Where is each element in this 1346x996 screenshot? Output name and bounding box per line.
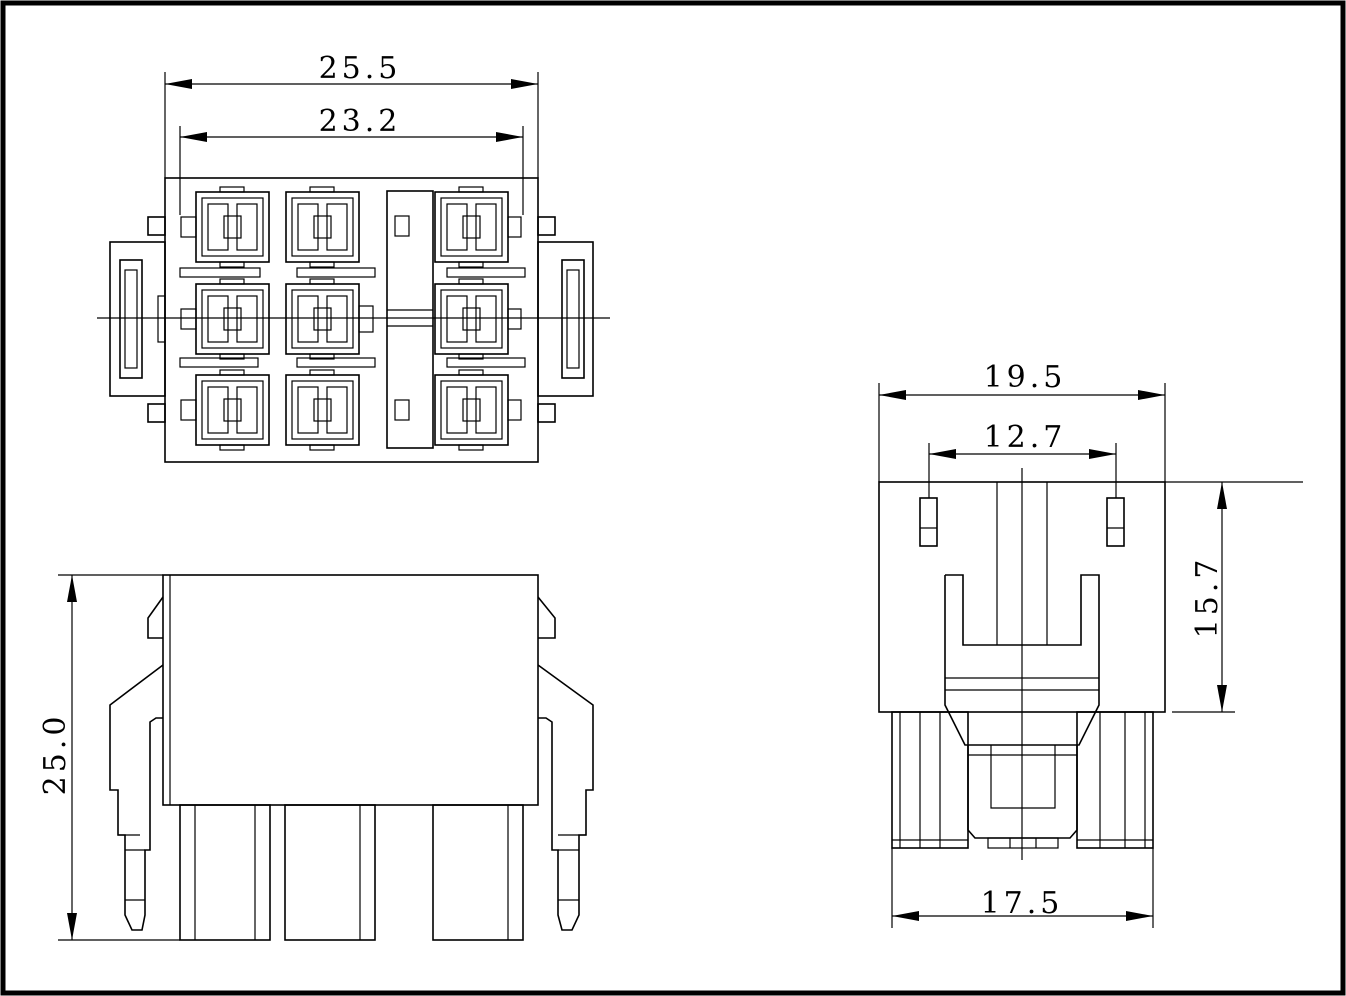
terminal-cavity: [434, 278, 522, 360]
terminal-cavity: [434, 186, 522, 268]
terminal-cavity: [434, 369, 522, 451]
dim-top-width-inner: 23.2: [319, 104, 402, 139]
dim-end-height: 15.7: [1190, 556, 1225, 639]
terminal-cavity: [285, 369, 360, 451]
dim-side-height: 25.0: [38, 713, 73, 796]
top-view: [97, 177, 610, 463]
dim-end-bottom-width: 17.5: [981, 886, 1064, 921]
terminal-cavity: [180, 186, 270, 268]
end-view: [878, 468, 1166, 860]
terminal-cavity: [285, 278, 374, 360]
side-view: [109, 574, 594, 941]
end-view-dimensions: 19.5 12.7 15.7 17.5: [878, 360, 1303, 928]
dim-end-width-outer: 19.5: [984, 360, 1067, 395]
terminal-cavity: [285, 186, 360, 268]
side-view-dimensions: 25.0: [38, 574, 180, 941]
top-view-dimensions: 25.5 23.2: [164, 51, 539, 215]
dim-end-pin-pitch: 12.7: [984, 420, 1067, 455]
dim-top-width-outer: 25.5: [319, 51, 402, 86]
terminal-cavity: [180, 369, 270, 451]
terminal-cavity: [180, 278, 270, 360]
